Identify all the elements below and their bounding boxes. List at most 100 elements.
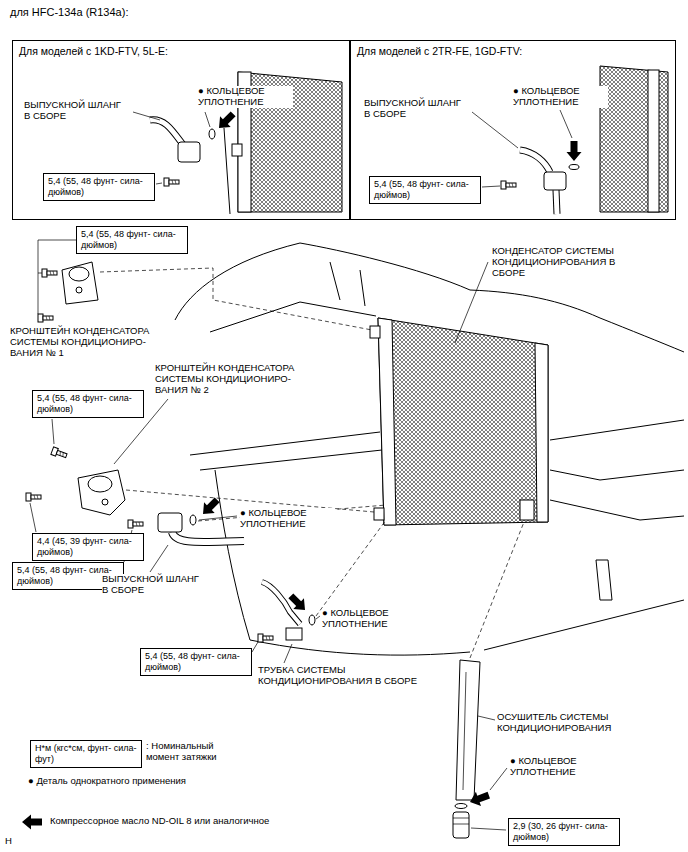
part-name: ● КОЛЬЦЕВОЕ УПЛОТНЕНИЕ <box>198 86 293 108</box>
leader-line <box>133 112 160 120</box>
torque-box: 4,4 (45, 39 фунт- сила-дюймов) <box>32 533 144 561</box>
part-name: ОСУШИТЕЛЬ СИСТЕМЫ КОНДИЦИОНИРОВАНИЯ <box>497 712 667 734</box>
hose-inner <box>172 532 244 542</box>
hose-inner <box>520 150 550 172</box>
body-line <box>550 470 684 520</box>
legend-arrow <box>22 815 42 830</box>
torque-box: 5,4 (55, 48 фунт- сила-дюймов) <box>140 648 252 676</box>
condenser-tank <box>535 343 548 522</box>
part-name: КОНДЕНСАТОР СИСТЕМЫ КОНДИЦИОНИРОВАНИЯ В … <box>492 246 632 279</box>
condenser-port <box>232 144 242 156</box>
bumper-mount <box>596 560 612 600</box>
bracket-cushion <box>88 476 112 492</box>
body-line <box>210 302 376 332</box>
bracket <box>62 262 98 304</box>
torque-value: 5,4 (55, 48 фунт- сила-дюймов) <box>48 176 150 198</box>
legend-text: Компрессорное масло ND-OIL 8 или аналоги… <box>50 815 269 826</box>
torque-value: 5,4 (55, 48 фунт- сила-дюймов) <box>374 179 476 201</box>
bracket-hole <box>102 499 108 505</box>
part-name: ВЫПУСКНОЙ ШЛАНГ В СБОРЕ <box>102 574 207 596</box>
condenser-core <box>600 66 668 212</box>
part-name: КРОНШТЕЙН КОНДЕНСАТОРА СИСТЕМЫ КОНДИЦИОН… <box>155 363 320 396</box>
bracket-hole <box>76 287 82 293</box>
torque-value: 2,9 (30, 26 фунт- сила-дюймов) <box>513 821 615 843</box>
dashed-line <box>316 520 386 616</box>
o-ring <box>455 804 467 809</box>
condenser-tab <box>370 326 380 338</box>
condenser-core <box>378 318 548 525</box>
dashed-line <box>100 268 372 330</box>
hose-fitting <box>158 513 182 532</box>
bolt <box>164 178 179 186</box>
part-name: ● КОЛЬЦЕВОЕ УПЛОТНЕНИЕ <box>510 756 605 778</box>
variant-panel: Для моделей с 1KD-FTV, 5L-E: 5,4 (55, 48 … <box>12 40 350 220</box>
hose-fitting <box>544 172 566 190</box>
condenser-tank <box>378 318 396 525</box>
leader-line <box>455 262 488 343</box>
dashed-line <box>470 522 524 658</box>
hose <box>556 190 557 214</box>
oil-arrow <box>214 109 239 134</box>
bracket <box>78 470 125 515</box>
torque-box: 5,4 (55, 48 фунт- сила-дюймов) <box>32 390 144 418</box>
dryer <box>456 660 480 800</box>
leader-line <box>38 240 76 314</box>
torque-box: 5,4 (55, 48 фунт- сила-дюймов) <box>76 226 188 254</box>
hose-inner <box>556 190 557 214</box>
bolt <box>26 493 41 501</box>
part-name: ● КОЛЬЦЕВОЕ УПЛОТНЕНИЕ <box>513 86 608 108</box>
o-ring <box>190 515 196 525</box>
torque-value: 5,4 (55, 48 фунт- сила-дюймов) <box>37 393 139 415</box>
torque-value: Н*м (кгс*см, фунт- сила-фут) <box>35 743 137 765</box>
tube-bracket <box>286 628 302 640</box>
part-name: ● КОЛЬЦЕВОЕ УПЛОТНЕНИЕ <box>240 508 335 530</box>
figure-code: H <box>5 836 12 847</box>
body-line <box>190 432 380 455</box>
leader-line <box>199 516 237 520</box>
bolt <box>501 181 516 189</box>
bolt <box>258 634 273 642</box>
legend-note: : Номинальный момент затяжки <box>146 741 246 763</box>
torque-box: 2,9 (30, 26 фунт- сила-дюймов) <box>508 818 620 846</box>
bolt <box>38 314 53 322</box>
diagram-title: для HFC-134a (R134a): <box>10 6 128 19</box>
part-name: КРОНШТЕЙН КОНДЕНСАТОРА СИСТЕМЫ КОНДИЦИОН… <box>10 326 175 359</box>
bolt <box>51 447 68 460</box>
hose-fitting <box>178 142 200 162</box>
bolt <box>42 269 57 277</box>
leader-line <box>150 545 168 572</box>
torque-value: 5,4 (55, 48 фунт- сила-дюймов) <box>81 229 183 251</box>
variant-panel: Для моделей с 2TR-FE, 1GD-FTV: 5,4 (55, 4… <box>350 40 676 220</box>
oil-arrow <box>567 141 582 161</box>
part-name: ВЫПУСКНОЙ ШЛАНГ В СБОРЕ <box>24 100 129 122</box>
leader-line <box>560 110 572 138</box>
panel-heading: Для моделей с 1KD-FTV, 5L-E: <box>13 41 174 62</box>
dryer-cap <box>453 812 469 838</box>
leader-line <box>38 273 42 274</box>
legend-entry: Компрессорное масло ND-OIL 8 или аналоги… <box>50 816 269 827</box>
torque-box: Н*м (кгс*см, фунт- сила-фут) <box>30 740 142 768</box>
leader-line <box>205 112 210 127</box>
legend-note: ● Деталь однократного применения <box>28 776 186 787</box>
torque-value: 4,4 (45, 39 фунт- сила-дюймов) <box>37 536 139 558</box>
leader-line <box>156 183 162 184</box>
o-ring <box>569 165 579 170</box>
leader-line <box>284 644 292 663</box>
bracket-cushion <box>69 267 89 281</box>
panel-heading: Для моделей с 2TR-FE, 1GD-FTV: <box>351 41 528 62</box>
leader-line <box>472 112 518 148</box>
part-name: ВЫПУСКНОЙ ШЛАНГ В СБОРЕ <box>364 98 469 120</box>
body-line <box>175 243 470 320</box>
body-line <box>224 128 230 214</box>
leader-line <box>30 503 36 532</box>
body-line <box>330 262 365 306</box>
part-name: ● КОЛЬЦЕВОЕ УПЛОТНЕНИЕ <box>322 608 417 630</box>
torque-box: 5,4 (55, 48 фунт- сила-дюймов) <box>369 176 481 204</box>
leader-line <box>52 419 54 444</box>
condenser-tab <box>374 508 384 520</box>
leader-line <box>478 716 495 720</box>
o-ring <box>309 615 315 625</box>
part-name: ТРУБКА СИСТЕМЫ КОНДИЦИОНИРОВАНИЯ В СБОРЕ <box>258 665 418 687</box>
leader-line <box>482 186 500 187</box>
